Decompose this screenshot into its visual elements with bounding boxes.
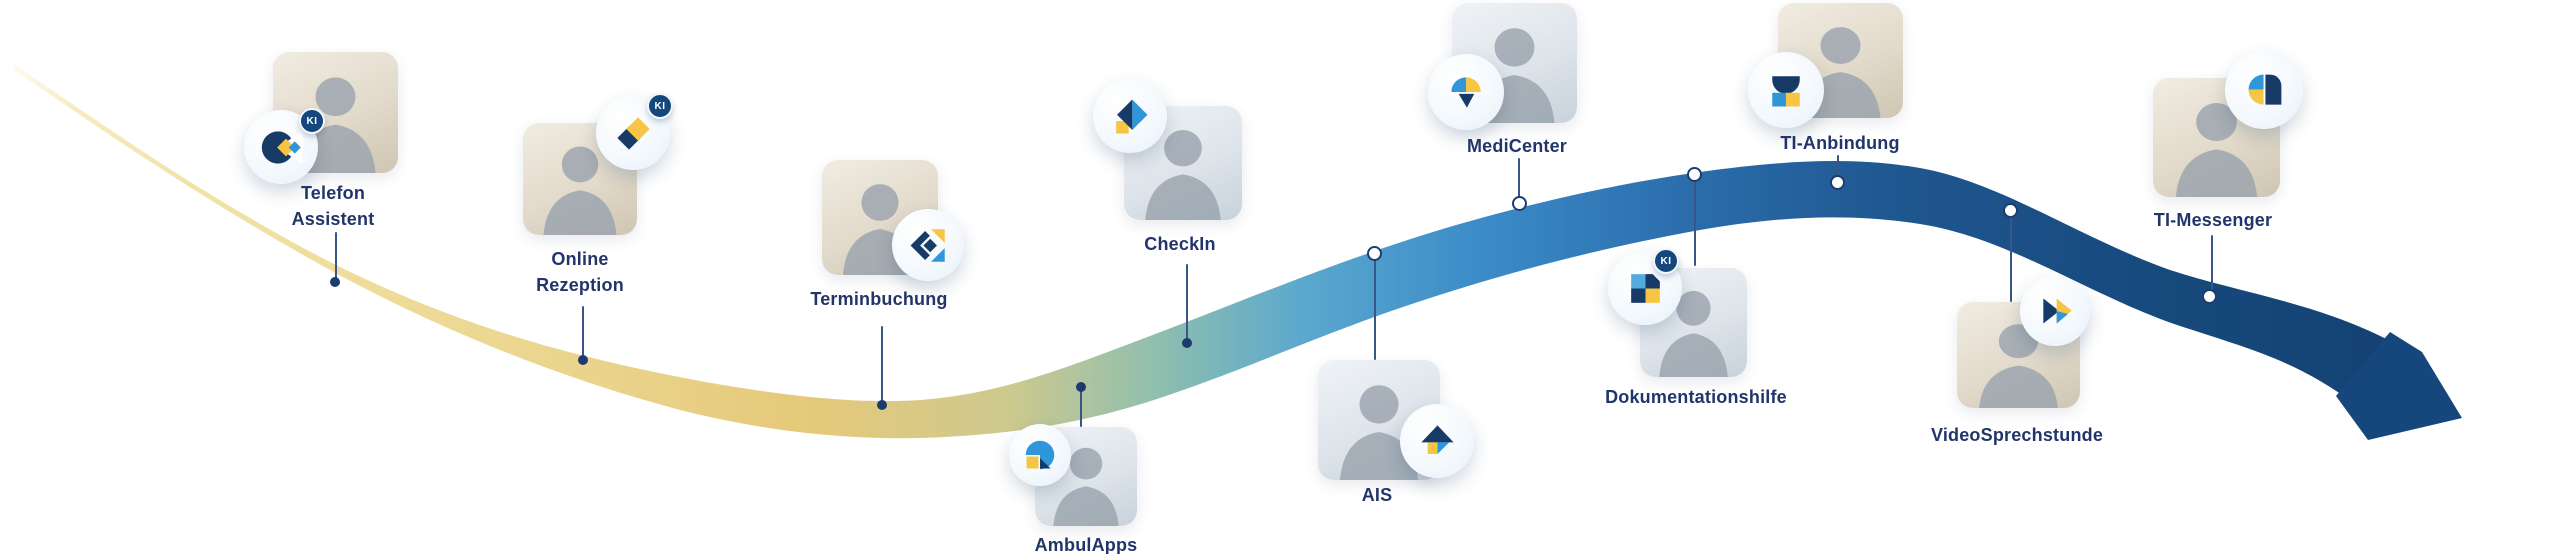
item-label-line: MediCenter bbox=[1466, 136, 1567, 156]
person-photo-placeholder bbox=[1659, 290, 1728, 377]
ki-badge-label: KI bbox=[306, 115, 318, 127]
connector-line bbox=[881, 326, 883, 402]
ti-anbindung-logo-icon bbox=[1748, 52, 1824, 128]
connector-line bbox=[582, 306, 584, 357]
connector-line bbox=[1374, 257, 1376, 360]
ambulapps-logo-icon bbox=[1009, 424, 1071, 486]
timeline-node bbox=[1367, 246, 1382, 261]
item-label-line: TI-Anbindung bbox=[1780, 133, 1900, 153]
ais-logo-icon bbox=[1400, 404, 1474, 478]
timeline-node bbox=[578, 355, 588, 365]
item-label-line: AmbulApps bbox=[1034, 535, 1138, 554]
ki-badge: KI bbox=[1653, 248, 1679, 274]
arrowhead bbox=[2336, 332, 2462, 440]
checkin-logo-icon bbox=[1093, 79, 1167, 153]
connector-line bbox=[2211, 235, 2213, 294]
connector-line bbox=[1518, 158, 1520, 201]
connector-line bbox=[1080, 390, 1082, 427]
item-label: Dokumentationshilfe bbox=[1536, 384, 1856, 410]
item-label-line: VideoSprechstunde bbox=[1930, 425, 2104, 445]
timeline-node bbox=[1830, 175, 1845, 190]
item-label: VideoSprechstunde bbox=[1857, 422, 2177, 448]
item-label-line: Online bbox=[551, 249, 609, 269]
person-photo-placeholder bbox=[1339, 385, 1419, 480]
timeline-node bbox=[330, 277, 340, 287]
person-photo-placeholder bbox=[1145, 129, 1221, 220]
ki-badge-label: KI bbox=[1660, 255, 1672, 267]
videosprechstunde-logo-icon bbox=[2020, 276, 2090, 346]
item-label-line: TI-Messenger bbox=[2153, 210, 2273, 230]
timeline-node bbox=[1512, 196, 1527, 211]
item-label: TI-Messenger bbox=[2053, 207, 2373, 233]
timeline-node bbox=[1076, 382, 1086, 392]
connector-line bbox=[335, 232, 337, 279]
ki-badge-label: KI bbox=[654, 100, 666, 112]
photo-doctor-waving-in-video-call bbox=[1957, 302, 2080, 408]
dokumentationshilfe-logo-icon bbox=[1608, 251, 1682, 325]
person-photo-placeholder bbox=[1053, 447, 1119, 526]
person-photo-placeholder bbox=[2175, 102, 2258, 197]
item-label-line: Rezeption bbox=[536, 275, 624, 295]
item-label: MediCenter bbox=[1357, 133, 1677, 159]
terminbuchung-logo-icon bbox=[892, 209, 964, 281]
timeline-node bbox=[2003, 203, 2018, 218]
item-label-line: AIS bbox=[1361, 485, 1393, 505]
item-label: CheckIn bbox=[1020, 231, 1340, 257]
telefon-assistent-logo-icon bbox=[244, 110, 318, 184]
item-label-line: Terminbuchung bbox=[810, 289, 948, 309]
connector-line bbox=[2010, 214, 2012, 302]
ki-badge: KI bbox=[647, 93, 673, 119]
item-label-line: Dokumentationshilfe bbox=[1605, 387, 1787, 407]
ki-badge: KI bbox=[299, 108, 325, 134]
connector-line bbox=[1694, 178, 1696, 266]
ti-messenger-logo-icon bbox=[2225, 51, 2303, 129]
item-label-line: Assistent bbox=[291, 209, 375, 229]
medicenter-logo-icon bbox=[1428, 54, 1504, 130]
timeline-node bbox=[1182, 338, 1192, 348]
timeline-node bbox=[877, 400, 887, 410]
item-label: TI-Anbindung bbox=[1680, 130, 2000, 156]
item-label: AmbulApps bbox=[926, 532, 1246, 554]
timeline-node bbox=[2202, 289, 2217, 304]
connector-line bbox=[1837, 155, 1839, 180]
timeline-node bbox=[1687, 167, 1702, 182]
item-label: Terminbuchung bbox=[719, 286, 1039, 312]
person-photo-placeholder bbox=[543, 146, 617, 235]
connector-line bbox=[1186, 264, 1188, 340]
item-label-line: CheckIn bbox=[1144, 234, 1216, 254]
item-label-line: Telefon bbox=[300, 183, 366, 203]
timeline-arrow-band bbox=[14, 64, 2396, 439]
item-label: AIS bbox=[1217, 482, 1537, 508]
